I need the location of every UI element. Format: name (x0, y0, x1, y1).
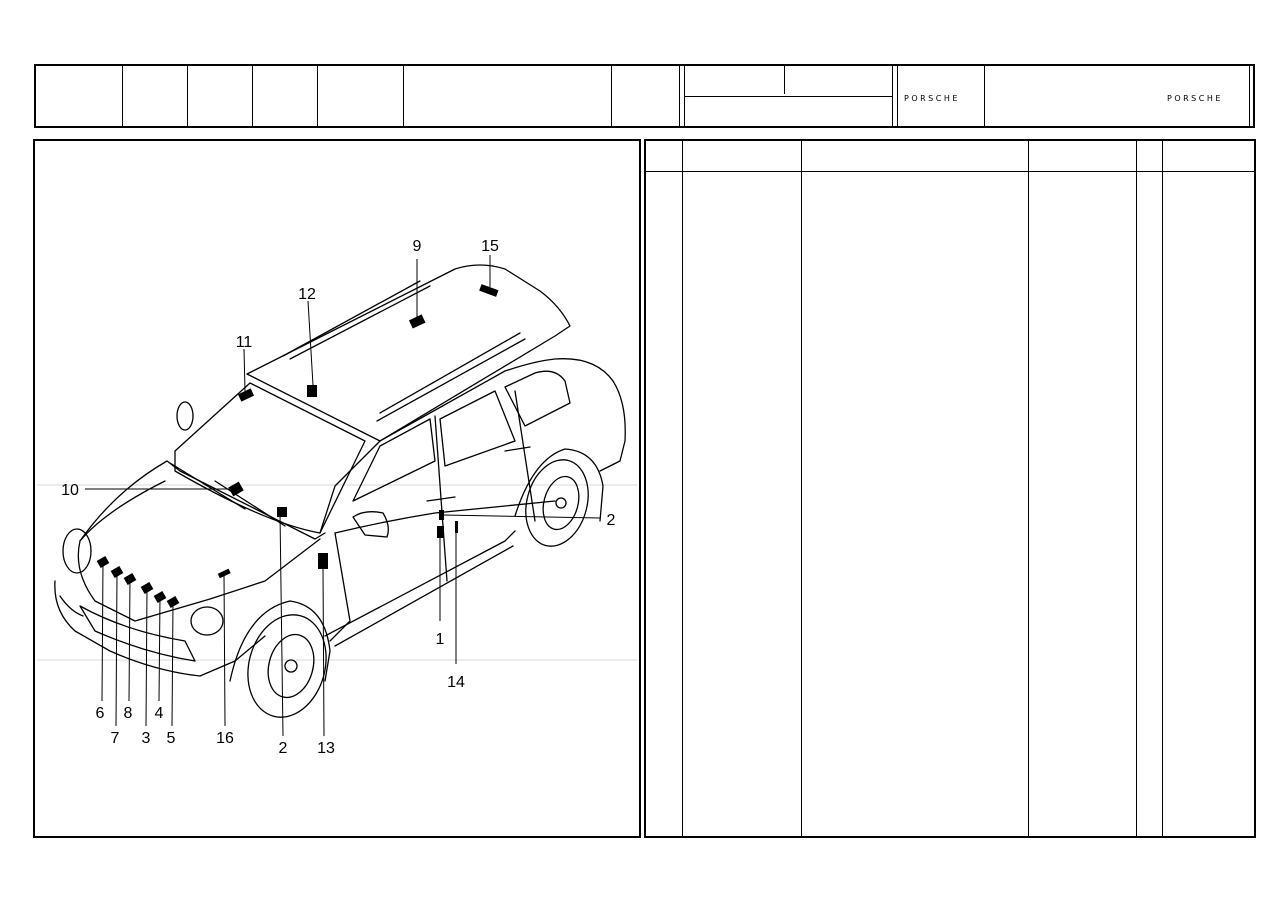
callout-numbers: 9 15 12 11 10 2 1 14 6 7 8 3 4 5 16 2 13 (61, 238, 615, 757)
label-markers (96, 284, 499, 608)
callout-number: 16 (216, 730, 234, 747)
header-divider (252, 66, 253, 126)
callout-number: 15 (481, 238, 499, 255)
porsche-logo: PORSCHE (904, 94, 960, 103)
callout-number: 5 (167, 730, 176, 747)
parts-table (644, 139, 1256, 838)
callout-number: 3 (142, 730, 151, 747)
callout-number: 2 (279, 740, 288, 757)
table-column-divider (1162, 141, 1163, 836)
callout-number: 9 (413, 238, 422, 255)
header-divider (403, 66, 404, 126)
vehicle-outline (36, 264, 638, 718)
callout-number: 7 (111, 730, 120, 747)
header-divider (1249, 66, 1250, 126)
header-divider (984, 66, 985, 126)
callout-number: 14 (447, 674, 465, 691)
callout-number: 12 (298, 286, 316, 303)
leader-lines (85, 255, 601, 737)
callout-number: 1 (436, 631, 445, 648)
vehicle-diagram: 9 15 12 11 10 2 1 14 6 7 8 3 4 5 16 2 13 (36, 238, 638, 757)
callout-number: 2 (607, 512, 616, 529)
porsche-logo: PORSCHE (1167, 94, 1223, 103)
header-divider (892, 66, 893, 126)
header-divider (679, 66, 680, 126)
header-divider (122, 66, 123, 126)
header-divider (684, 96, 892, 97)
table-column-divider (1028, 141, 1029, 836)
illustration-panel: 9 15 12 11 10 2 1 14 6 7 8 3 4 5 16 2 13 (33, 139, 641, 838)
header-divider (611, 66, 612, 126)
table-column-divider (682, 141, 683, 836)
callout-number: 11 (236, 334, 253, 351)
title-block: PORSCHE PORSCHE (34, 64, 1255, 128)
header-divider (897, 66, 898, 126)
table-column-divider (1136, 141, 1137, 836)
header-divider (187, 66, 188, 126)
header-divider (317, 66, 318, 126)
callout-number: 10 (61, 482, 79, 499)
callout-number: 13 (317, 740, 335, 757)
callout-number: 8 (124, 705, 133, 722)
header-divider (784, 66, 785, 94)
callout-number: 6 (96, 705, 105, 722)
callout-number: 4 (155, 705, 164, 722)
table-column-divider (801, 141, 802, 836)
table-header-divider (646, 171, 1254, 172)
